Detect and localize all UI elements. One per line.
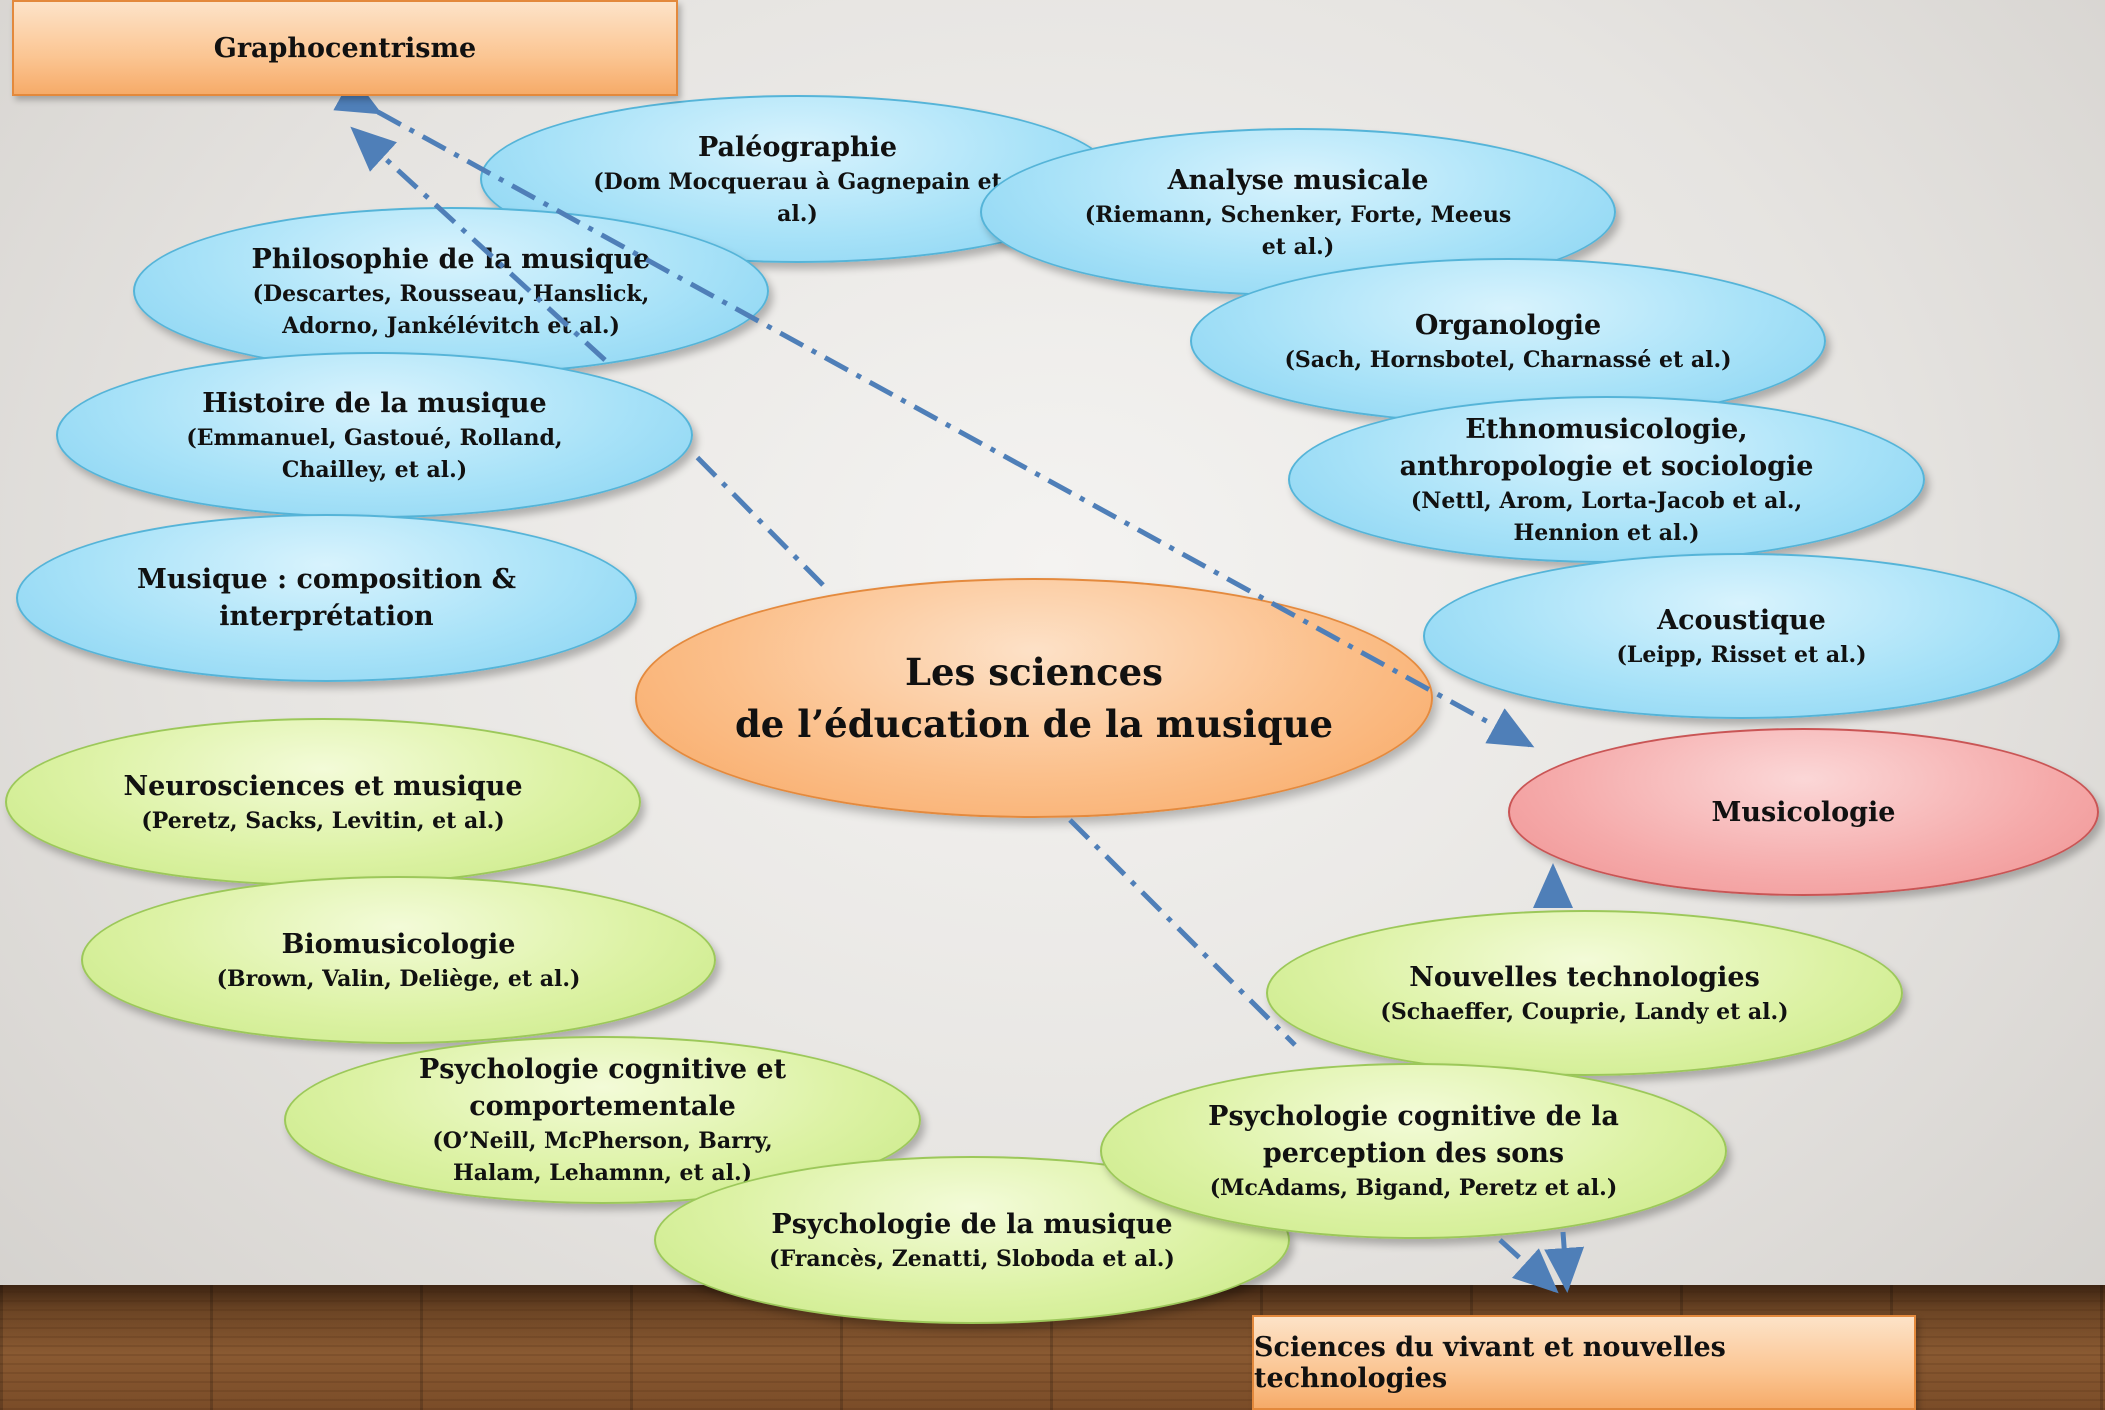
sciences-vivant-box: Sciences du vivant et nouvelles technolo… xyxy=(1252,1315,1916,1410)
node-neurosciences: Neurosciences et musique (Peretz, Sacks,… xyxy=(5,718,641,886)
node-authors: (Peretz, Sacks, Levitin, et al.) xyxy=(141,807,505,834)
node-authors: (O’Neill, McPherson, Barry, xyxy=(432,1128,773,1154)
node-authors-cont: Halam, Lehamnn, et al.) xyxy=(452,1160,753,1186)
node-title: Nouvelles technologies xyxy=(1409,961,1760,993)
node-authors-cont: Chailley, et al.) xyxy=(281,456,468,483)
node-title: Philosophie de la musique xyxy=(251,243,651,275)
node-authors: (Riemann, Schenker, Forte, Meeus xyxy=(1084,201,1512,228)
node-philosophie: Philosophie de la musique (Descartes, Ro… xyxy=(133,207,769,375)
graphocentrisme-label: Graphocentrisme xyxy=(213,32,477,64)
center-title-line2: de l’éducation de la musique xyxy=(734,702,1334,746)
node-title: Histoire de la musique xyxy=(202,387,547,419)
node-title: Psychologie cognitive et xyxy=(418,1054,787,1085)
node-title: Ethnomusicologie, xyxy=(1465,413,1748,445)
node-title: Analyse musicale xyxy=(1167,164,1429,196)
node-title-cont: anthropologie et sociologie xyxy=(1399,450,1814,482)
node-authors: (Descartes, Rousseau, Hanslick, xyxy=(252,280,650,307)
node-authors: (McAdams, Bigand, Peretz et al.) xyxy=(1209,1175,1618,1201)
node-authors: (Dom Mocquerau à Gagnepain et xyxy=(593,168,1002,195)
node-ethnomusicologie: Ethnomusicologie, anthropologie et socio… xyxy=(1288,396,1925,563)
node-composition: Musique : composition & interprétation xyxy=(16,514,637,682)
node-title-cont: interprétation xyxy=(219,601,434,632)
node-title: Neurosciences et musique xyxy=(123,770,523,802)
node-biomusicologie: Biomusicologie (Brown, Valin, Deliège, e… xyxy=(81,876,716,1044)
node-authors-cont: et al.) xyxy=(1261,233,1335,260)
node-title: Paléographie xyxy=(697,131,898,163)
node-title: Acoustique xyxy=(1657,604,1826,636)
node-authors: (Nettl, Arom, Lorta-Jacob et al., xyxy=(1410,487,1803,514)
node-authors-cont: al.) xyxy=(777,200,818,227)
node-authors: (Leipp, Risset et al.) xyxy=(1616,641,1867,668)
node-title: Psychologie cognitive de la xyxy=(1208,1101,1619,1132)
center-node: Les sciences de l’éducation de la musiqu… xyxy=(635,578,1433,818)
node-nouvelles-technologies: Nouvelles technologies (Schaeffer, Coupr… xyxy=(1266,910,1903,1076)
graphocentrisme-box: Graphocentrisme xyxy=(12,0,678,96)
arrow-perception-to-sciences xyxy=(1544,1231,1585,1293)
musicologie-label: Musicologie xyxy=(1711,796,1896,828)
center-title-line1: Les sciences xyxy=(904,650,1164,694)
node-title: Psychologie de la musique xyxy=(771,1208,1173,1240)
sciences-vivant-label: Sciences du vivant et nouvelles technolo… xyxy=(1254,1331,1726,1394)
node-authors: (Schaeffer, Couprie, Landy et al.) xyxy=(1380,998,1789,1025)
node-acoustique: Acoustique (Leipp, Risset et al.) xyxy=(1423,553,2060,719)
node-authors: (Emmanuel, Gastoué, Rolland, xyxy=(186,424,563,451)
node-title: Organologie xyxy=(1414,309,1602,341)
node-title: Musique : composition & xyxy=(137,564,516,595)
node-musicologie: Musicologie xyxy=(1508,728,2099,896)
node-authors: (Brown, Valin, Deliège, et al.) xyxy=(216,965,581,992)
node-title-cont: perception des sons xyxy=(1262,1138,1565,1169)
node-authors: (Sach, Hornsbotel, Charnassé et al.) xyxy=(1284,346,1732,373)
node-histoire: Histoire de la musique (Emmanuel, Gastou… xyxy=(56,352,693,518)
node-authors-cont: Hennion et al.) xyxy=(1513,519,1700,546)
node-authors-cont: Adorno, Jankélévitch et al.) xyxy=(282,312,620,339)
node-title: Biomusicologie xyxy=(281,928,516,960)
node-title-cont: comportementale xyxy=(469,1091,736,1122)
node-authors: (Francès, Zenatti, Sloboda et al.) xyxy=(769,1245,1175,1272)
node-perception-des-sons: Psychologie cognitive de la perception d… xyxy=(1100,1063,1727,1239)
